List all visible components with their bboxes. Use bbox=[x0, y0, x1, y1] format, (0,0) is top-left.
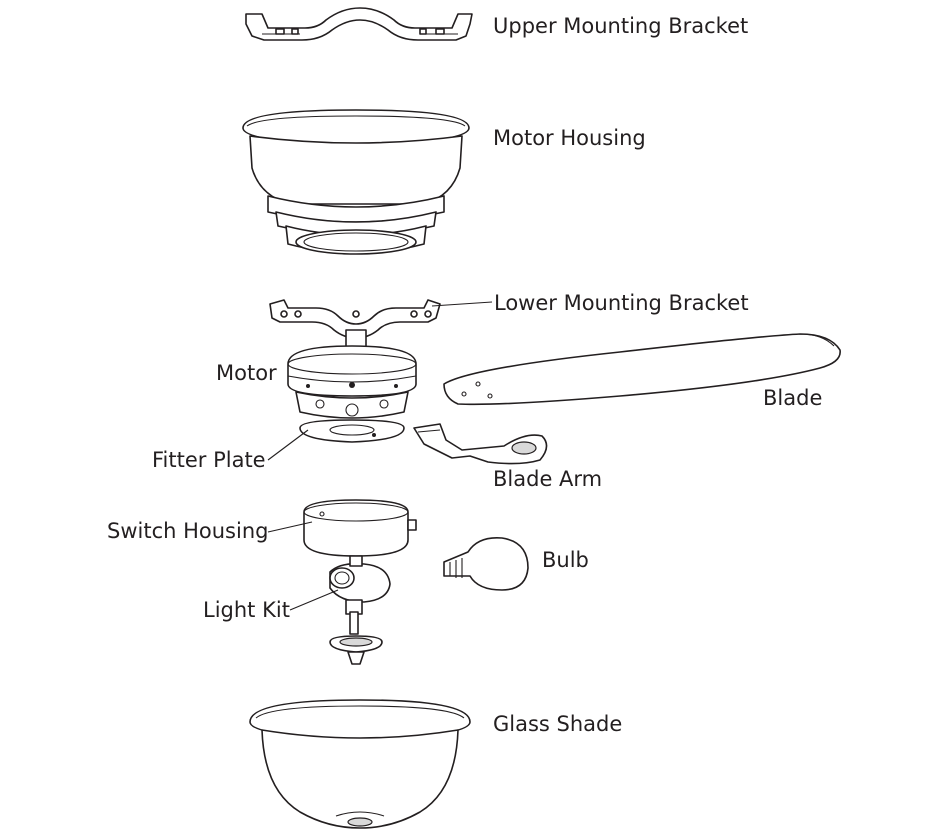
label-upper-mounting-bracket: Upper Mounting Bracket bbox=[493, 14, 748, 38]
fitter-plate-part bbox=[299, 419, 405, 443]
leader-lines bbox=[267, 301, 493, 611]
glass-shade-part bbox=[249, 699, 471, 829]
label-fitter-plate: Fitter Plate bbox=[152, 448, 266, 472]
label-blade: Blade bbox=[763, 386, 822, 410]
label-motor-housing: Motor Housing bbox=[493, 126, 646, 150]
label-switch-housing: Switch Housing bbox=[107, 519, 268, 543]
leader-lower-mounting-bracket bbox=[431, 301, 493, 307]
motor-housing-part bbox=[242, 109, 470, 255]
label-blade-arm: Blade Arm bbox=[493, 467, 602, 491]
lower-mounting-bracket-part bbox=[269, 299, 441, 339]
label-glass-shade: Glass Shade bbox=[493, 712, 622, 736]
leader-switch-housing bbox=[267, 521, 313, 533]
leader-fitter-plate bbox=[267, 429, 309, 461]
light-kit-part bbox=[329, 555, 391, 665]
part-labels: Upper Mounting Bracket Motor Housing Low… bbox=[107, 14, 822, 736]
blade-part bbox=[443, 333, 841, 406]
upper-mounting-bracket-part bbox=[245, 7, 473, 41]
blade-arm-part bbox=[413, 423, 548, 465]
motor-part bbox=[287, 329, 417, 419]
label-bulb: Bulb bbox=[542, 548, 589, 572]
label-lower-mounting-bracket: Lower Mounting Bracket bbox=[494, 291, 749, 315]
label-motor: Motor bbox=[216, 361, 277, 385]
label-light-kit: Light Kit bbox=[203, 598, 290, 622]
leader-light-kit bbox=[289, 589, 339, 611]
bulb-part bbox=[443, 536, 529, 591]
switch-housing-part bbox=[303, 499, 417, 557]
